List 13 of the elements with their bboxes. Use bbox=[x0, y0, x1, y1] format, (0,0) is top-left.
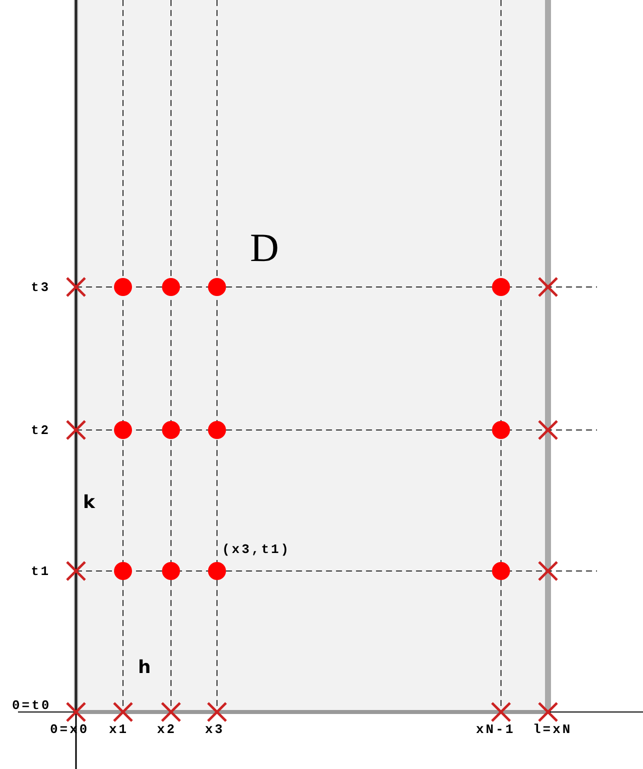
time-label: t2 bbox=[31, 424, 51, 437]
step-label: h bbox=[138, 659, 151, 677]
time-label: t1 bbox=[31, 565, 51, 578]
space-label: l=xN bbox=[533, 723, 572, 736]
space-label: x1 bbox=[109, 723, 129, 736]
point-label: (x3,t1) bbox=[222, 543, 291, 556]
time-label: 0=t0 bbox=[12, 699, 52, 712]
space-label: x3 bbox=[205, 723, 225, 736]
time-label: t3 bbox=[31, 281, 51, 294]
step-label: k bbox=[83, 494, 95, 512]
domain-label: D bbox=[250, 228, 279, 268]
space-label: x2 bbox=[157, 723, 177, 736]
space-label: xN-1 bbox=[476, 723, 516, 736]
